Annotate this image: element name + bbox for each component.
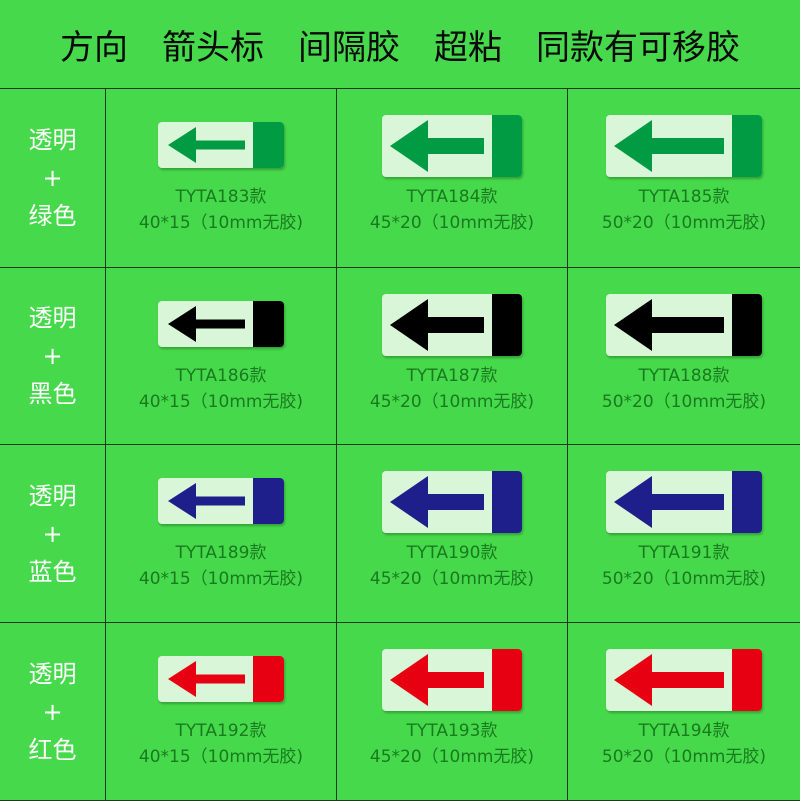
product-cell: TYTA186款 40*15（10mm无胶) [106, 268, 337, 445]
arrow-label-image [382, 649, 522, 711]
side-text: 透明 [28, 659, 77, 688]
product-cell: TYTA193款 45*20（10mm无胶) [337, 623, 568, 801]
model-number: TYTA184款 [406, 187, 498, 207]
product-cell: TYTA190款 45*20（10mm无胶) [337, 445, 568, 623]
product-cell: TYTA184款 45*20（10mm无胶) [337, 89, 568, 268]
product-cell: TYTA187款 45*20（10mm无胶) [337, 268, 568, 445]
color-block [253, 122, 284, 168]
arrow-label-image [382, 294, 522, 356]
color-block [253, 656, 284, 702]
side-text: + [42, 697, 63, 726]
side-text: + [42, 519, 63, 548]
model-number: TYTA183款 [175, 187, 267, 207]
color-label-cell: 透明 + 黑色 [0, 268, 106, 445]
color-label-cell: 透明 + 绿色 [0, 89, 106, 268]
color-block [732, 115, 762, 177]
arrow-left-icon [390, 476, 484, 528]
title-word: 超粘 [434, 27, 502, 68]
arrow-label-image [158, 301, 284, 347]
product-cell: TYTA185款 50*20（10mm无胶) [568, 89, 800, 268]
product-grid: 透明 + 绿色 TYTA183款 40*15（10mm无胶) TYTA184款 45*20（… [0, 88, 800, 801]
page-title: 方向箭头标间隔胶超粘同款有可移胶 [0, 0, 800, 88]
product-cell: TYTA194款 50*20（10mm无胶) [568, 623, 800, 801]
arrow-label-image [158, 478, 284, 524]
color-label-cell: 透明 + 蓝色 [0, 445, 106, 623]
arrow-label-image [382, 471, 522, 533]
arrow-label-image [158, 122, 284, 168]
product-cell: TYTA183款 40*15（10mm无胶) [106, 89, 337, 268]
arrow-left-icon [168, 661, 245, 697]
arrow-left-icon [614, 299, 724, 351]
color-block [253, 478, 284, 524]
product-cell: TYTA192款 40*15（10mm无胶) [106, 623, 337, 801]
arrow-left-icon [168, 306, 245, 342]
title-word: 箭头标 [162, 27, 264, 68]
product-cell: TYTA191款 50*20（10mm无胶) [568, 445, 800, 623]
size-spec: 40*15（10mm无胶) [138, 392, 304, 412]
arrow-left-icon [390, 299, 484, 351]
arrow-left-icon [168, 483, 245, 519]
model-number: TYTA188款 [638, 366, 730, 386]
side-text: 透明 [28, 126, 77, 154]
size-spec: 40*15（10mm无胶) [138, 213, 304, 233]
title-word: 同款有可移胶 [536, 27, 740, 68]
size-spec: 50*20（10mm无胶) [601, 747, 767, 767]
side-text: 透明 [28, 481, 77, 510]
model-number: TYTA193款 [406, 721, 498, 741]
side-text: 红色 [28, 735, 77, 764]
size-spec: 50*20（10mm无胶) [601, 569, 767, 589]
model-number: TYTA194款 [638, 721, 730, 741]
model-number: TYTA185款 [638, 187, 730, 207]
color-block [732, 294, 762, 356]
color-block [732, 471, 762, 533]
size-spec: 40*15（10mm无胶) [138, 569, 304, 589]
color-block [492, 471, 522, 533]
arrow-left-icon [614, 476, 724, 528]
model-number: TYTA186款 [175, 366, 267, 386]
arrow-label-image [606, 471, 762, 533]
size-spec: 45*20（10mm无胶) [369, 747, 535, 767]
model-number: TYTA187款 [406, 366, 498, 386]
color-block [492, 294, 522, 356]
arrow-left-icon [168, 127, 245, 163]
title-word: 间隔胶 [298, 27, 400, 68]
side-text: 绿色 [28, 202, 77, 230]
arrow-label-image [382, 115, 522, 177]
side-text: 蓝色 [28, 557, 77, 586]
arrow-left-icon [614, 654, 724, 706]
side-text: 黑色 [28, 380, 77, 408]
arrow-left-icon [390, 120, 484, 172]
size-spec: 40*15（10mm无胶) [138, 747, 304, 767]
model-number: TYTA190款 [406, 543, 498, 563]
color-block [253, 301, 284, 347]
model-number: TYTA191款 [638, 543, 730, 563]
size-spec: 50*20（10mm无胶) [601, 392, 767, 412]
size-spec: 50*20（10mm无胶) [601, 213, 767, 233]
arrow-label-image [158, 656, 284, 702]
arrow-label-image [606, 294, 762, 356]
color-block [492, 115, 522, 177]
color-label-cell: 透明 + 红色 [0, 623, 106, 801]
arrow-label-image [606, 115, 762, 177]
model-number: TYTA192款 [175, 721, 267, 741]
product-cell: TYTA188款 50*20（10mm无胶) [568, 268, 800, 445]
arrow-left-icon [390, 654, 484, 706]
side-text: + [42, 342, 63, 370]
title-word: 方向 [60, 27, 128, 68]
arrow-left-icon [614, 120, 724, 172]
size-spec: 45*20（10mm无胶) [369, 213, 535, 233]
size-spec: 45*20（10mm无胶) [369, 569, 535, 589]
model-number: TYTA189款 [175, 543, 267, 563]
size-spec: 45*20（10mm无胶) [369, 392, 535, 412]
arrow-label-image [606, 649, 762, 711]
color-block [732, 649, 762, 711]
side-text: + [42, 164, 63, 192]
color-block [492, 649, 522, 711]
side-text: 透明 [28, 304, 77, 332]
product-cell: TYTA189款 40*15（10mm无胶) [106, 445, 337, 623]
